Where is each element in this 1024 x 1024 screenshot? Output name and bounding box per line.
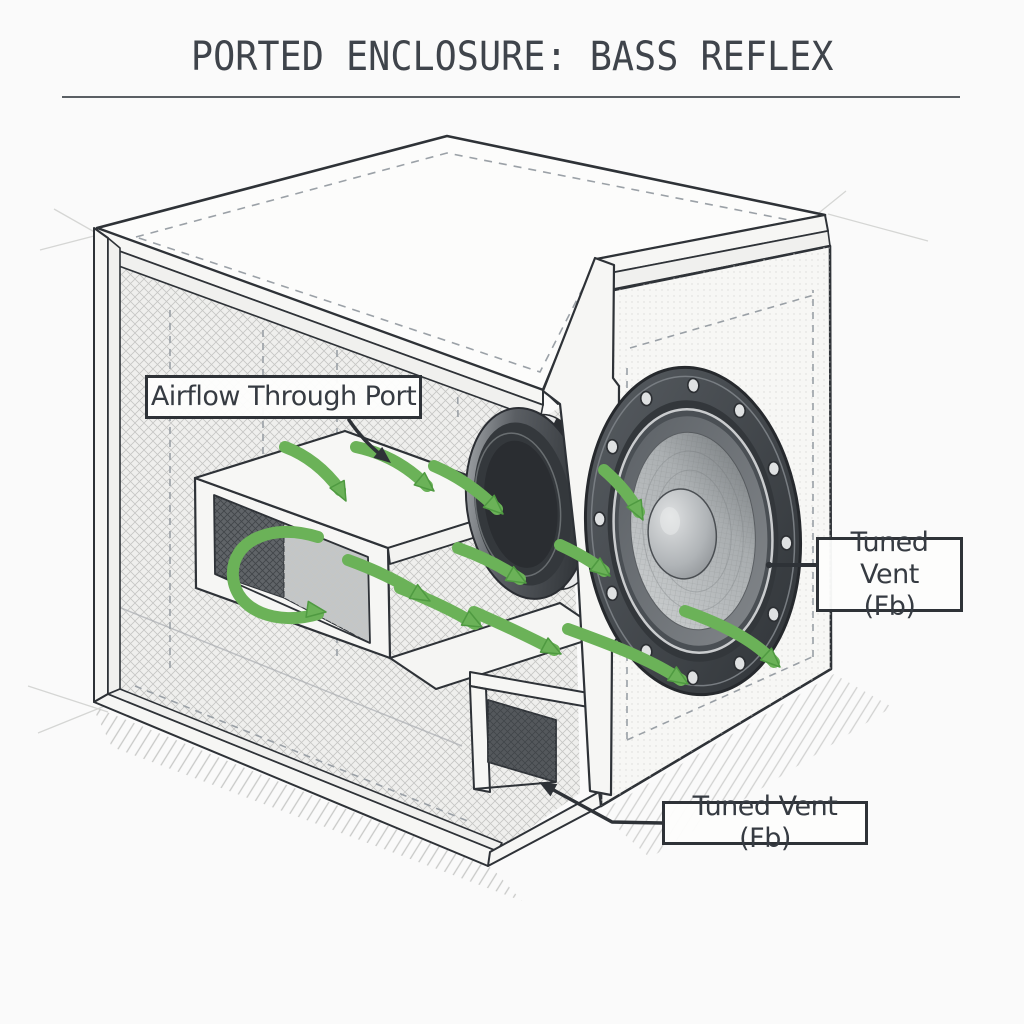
airflow-arrows — [226, 441, 781, 686]
tuned-vent-side-label: Tuned Vent (Fb) — [816, 527, 963, 622]
woofer-bolts — [593, 377, 793, 686]
tuned-vent-side-label-line1: Tuned Vent — [850, 526, 929, 590]
tuned-vent-bottom-label: Tuned Vent (Fb) — [662, 791, 868, 854]
airflow-arrow-icon — [562, 623, 687, 686]
page-title: PORTED ENCLOSURE: BASS REFLEX — [190, 34, 834, 80]
woofer — [583, 365, 803, 697]
tuned-vent-opening — [469, 671, 595, 793]
driver-cross-section — [464, 407, 600, 600]
title-divider — [62, 96, 960, 98]
airflow-label-text: Airflow Through Port — [150, 380, 417, 412]
airflow-arrow-icon — [226, 525, 324, 624]
baffle-cut-edge — [541, 256, 621, 797]
tuned-vent-bottom-label-text: Tuned Vent (Fb) — [692, 790, 838, 854]
tuned-vent-side-label-line2: (Fb) — [863, 590, 916, 622]
tuned-vent-bottom-leader — [546, 785, 664, 825]
leader-lines — [347, 418, 818, 825]
airflow-label: Airflow Through Port — [145, 375, 422, 419]
